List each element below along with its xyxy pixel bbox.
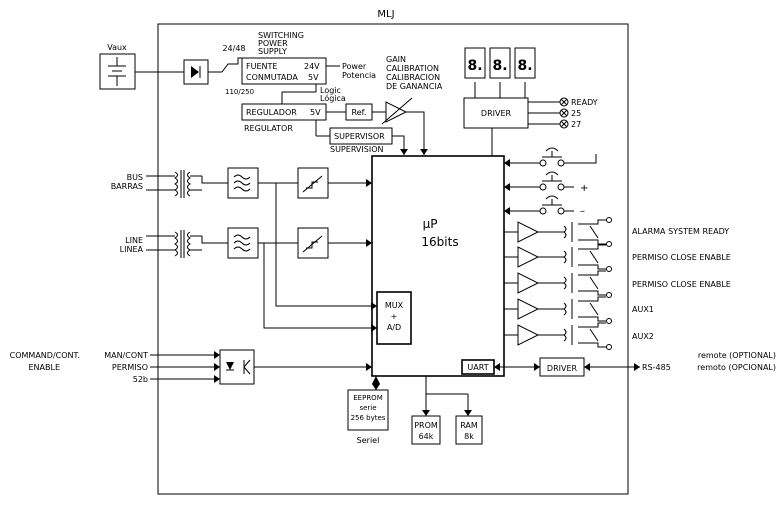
bus-filter-box [227,167,259,199]
mux-2: + [391,312,398,321]
ps-logic: Logic [320,86,341,95]
ram-1: RAM [460,421,478,430]
digit-2: 8. [492,58,507,74]
optocoupler-icon [226,359,251,375]
relay-output-2 [504,244,612,272]
bus-label-2: BARRAS [111,182,143,191]
ps-conmutada: CONMUTADA [246,73,298,82]
line-filter-icon [233,234,251,252]
line-filter-box [227,227,259,259]
led-27-icon [559,119,569,129]
supervisor-en: SUPERVISION [330,145,384,154]
ps-switching-2: POWER [258,39,288,48]
ps-voltage-in: 24/48 [222,44,245,53]
eeprom-note: Seriel [357,436,380,445]
relay-label-2: PERMISO CLOSE ENABLE [632,253,731,262]
relay-output-4 [504,296,612,324]
diode-icon [191,66,201,78]
outer-frame [157,23,629,495]
eeprom-3: 256 bytes [351,414,386,422]
command-left-2: ENABLE [28,363,60,372]
cpu-mu: µP [423,217,438,231]
regulator-5v: 5V [310,108,321,117]
bus-filter-icon [233,174,251,192]
seven-seg-display: 8. 8. 8. [464,47,536,79]
line-label-2: LINEA [120,245,144,254]
ps-potencia: Potencia [342,71,376,80]
gain-1: GAIN [386,55,406,64]
prom-box [411,415,441,445]
led-25-icon [559,108,569,118]
relay-label-5: AUX2 [632,332,654,341]
ps-switching-1: SWITCHING [258,31,304,40]
led-label-25: 25 [571,109,581,118]
command-signal-3: 52b [133,375,148,384]
power-supply-box [241,57,327,85]
mux-box [376,291,412,345]
ps-logica: Lógica [320,93,346,103]
led-ready-icon [559,97,569,107]
rs485-remote-en: remote (OPTIONAL) [698,351,776,360]
rs485-remote-es: remoto (OPCIONAL) [697,363,776,372]
command-signal-2: PERMISO [112,363,148,372]
key-minus: – [580,206,585,217]
relay-label-1: ALARMA SYSTEM READY [632,227,729,236]
display-driver-box [463,97,529,129]
ram-box [455,415,483,445]
relay-output-5 [504,322,612,350]
ps-fuente: FUENTE [246,62,277,71]
line-squarer-icon [302,235,323,253]
prom-2: 64k [419,432,434,441]
pushbutton-plus-icon [539,171,565,191]
line-label-1: LINE [125,236,143,245]
rs485-driver-label: DRIVER [547,364,578,373]
ps-24v: 24V [304,62,320,71]
bus-transformer-icon [174,170,191,198]
relay-output-1 [504,217,612,247]
cpu-bits: 16bits [421,235,458,249]
bus-label-1: BUS [127,173,143,182]
relay-label-3: PERMISO CLOSE ENABLE [632,280,731,289]
gain-4: DE GANANCIA [386,82,443,91]
gain-3: CALIBRACION [386,73,440,82]
supervisor-label: SUPERVISOR [334,132,385,141]
led-label-ready: READY [571,98,598,107]
ram-2: 8k [464,432,474,441]
pushbutton-minus-icon [539,195,565,215]
relay-output-3 [504,270,612,298]
ps-5v: 5V [308,73,319,82]
key-plus: + [580,183,588,194]
uart-label: UART [467,363,488,372]
diagram-title: MLJ [377,9,394,20]
battery-icon [108,57,126,86]
eeprom-box [347,389,389,431]
vaux-label: Vaux [107,43,127,52]
eeprom-1: EEPROM [353,394,382,402]
prom-1: PROM [414,421,438,430]
digit-1: 8. [467,58,482,74]
bus-squarer-icon [302,175,323,193]
command-left-1: COMMAND/CONT. [10,351,80,360]
optocoupler-box [219,349,255,385]
mux-3: A/D [387,323,401,332]
relay-label-4: AUX1 [632,305,654,314]
gain-2: CALIBRATION [386,64,439,73]
ps-voltage-in-2: 110/250 [225,88,254,96]
ps-switching-3: SUPPLY [258,47,287,56]
mux-1: MUX [385,301,404,310]
display-driver-label: DRIVER [481,109,512,118]
regulator-en: REGULATOR [244,124,293,133]
digit-3: 8. [517,58,532,74]
rs485-label: RS-485 [642,363,671,372]
ps-power: Power [342,62,367,71]
eeprom-2: serie [359,404,376,412]
ref-label: Ref. [352,108,367,117]
led-label-27: 27 [571,120,581,129]
command-signal-1: MAN/CONT [104,351,148,360]
line-transformer-icon [174,230,191,258]
regulator-label: REGULADOR [246,108,297,117]
pushbutton-reset-icon [539,147,565,167]
